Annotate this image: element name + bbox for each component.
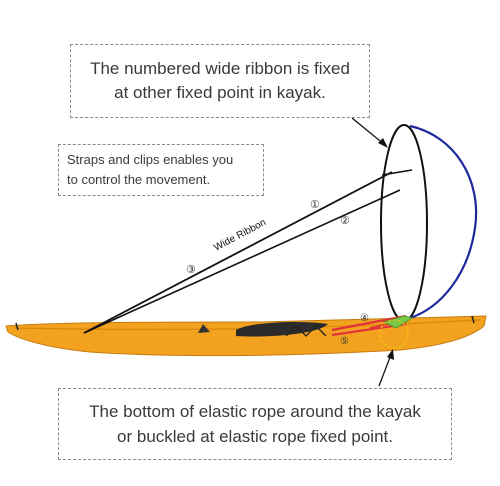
pointer-bottom-head bbox=[387, 349, 394, 360]
rope-fixed-point-highlight bbox=[379, 319, 409, 349]
deck-bungee bbox=[285, 325, 327, 337]
wide-ribbon-label: Wide Ribbon bbox=[212, 217, 268, 254]
marker-3: ③ bbox=[186, 264, 196, 276]
callout-straps-clips: Straps and clips enables you to control … bbox=[58, 144, 264, 196]
stern-toggle bbox=[471, 315, 475, 324]
marker-2: ② bbox=[340, 215, 350, 227]
pointer-top bbox=[351, 117, 386, 146]
kayak-cockpit bbox=[236, 322, 328, 337]
ribbon-2 bbox=[83, 189, 401, 334]
callout-mid-line1: Straps and clips enables you bbox=[67, 152, 234, 167]
callout-bot-line1: The bottom of elastic rope around the ka… bbox=[89, 402, 421, 421]
ribbon-top bbox=[381, 169, 413, 176]
marker-4: ④ bbox=[360, 313, 369, 324]
bow-toggle bbox=[15, 322, 19, 331]
callout-elastic-rope: The bottom of elastic rope around the ka… bbox=[58, 388, 452, 460]
callout-ribbon-fixed: The numbered wide ribbon is fixed at oth… bbox=[70, 44, 370, 118]
ribbon-hoop bbox=[380, 124, 428, 322]
callout-top-line2: at other fixed point in kayak. bbox=[114, 83, 326, 102]
callout-top-line1: The numbered wide ribbon is fixed bbox=[90, 59, 350, 78]
elastic-rope bbox=[409, 124, 478, 320]
seat-back bbox=[198, 324, 210, 333]
green-clip bbox=[382, 315, 414, 329]
callout-bot-line2: or buckled at elastic rope fixed point. bbox=[117, 427, 393, 446]
ribbon-1 bbox=[83, 171, 393, 334]
strap-4 bbox=[331, 314, 407, 332]
callout-mid-line2: to control the movement. bbox=[67, 172, 211, 187]
marker-5: ⑤ bbox=[340, 336, 349, 347]
pointer-top-head bbox=[378, 138, 388, 148]
marker-1: ① bbox=[310, 199, 320, 211]
